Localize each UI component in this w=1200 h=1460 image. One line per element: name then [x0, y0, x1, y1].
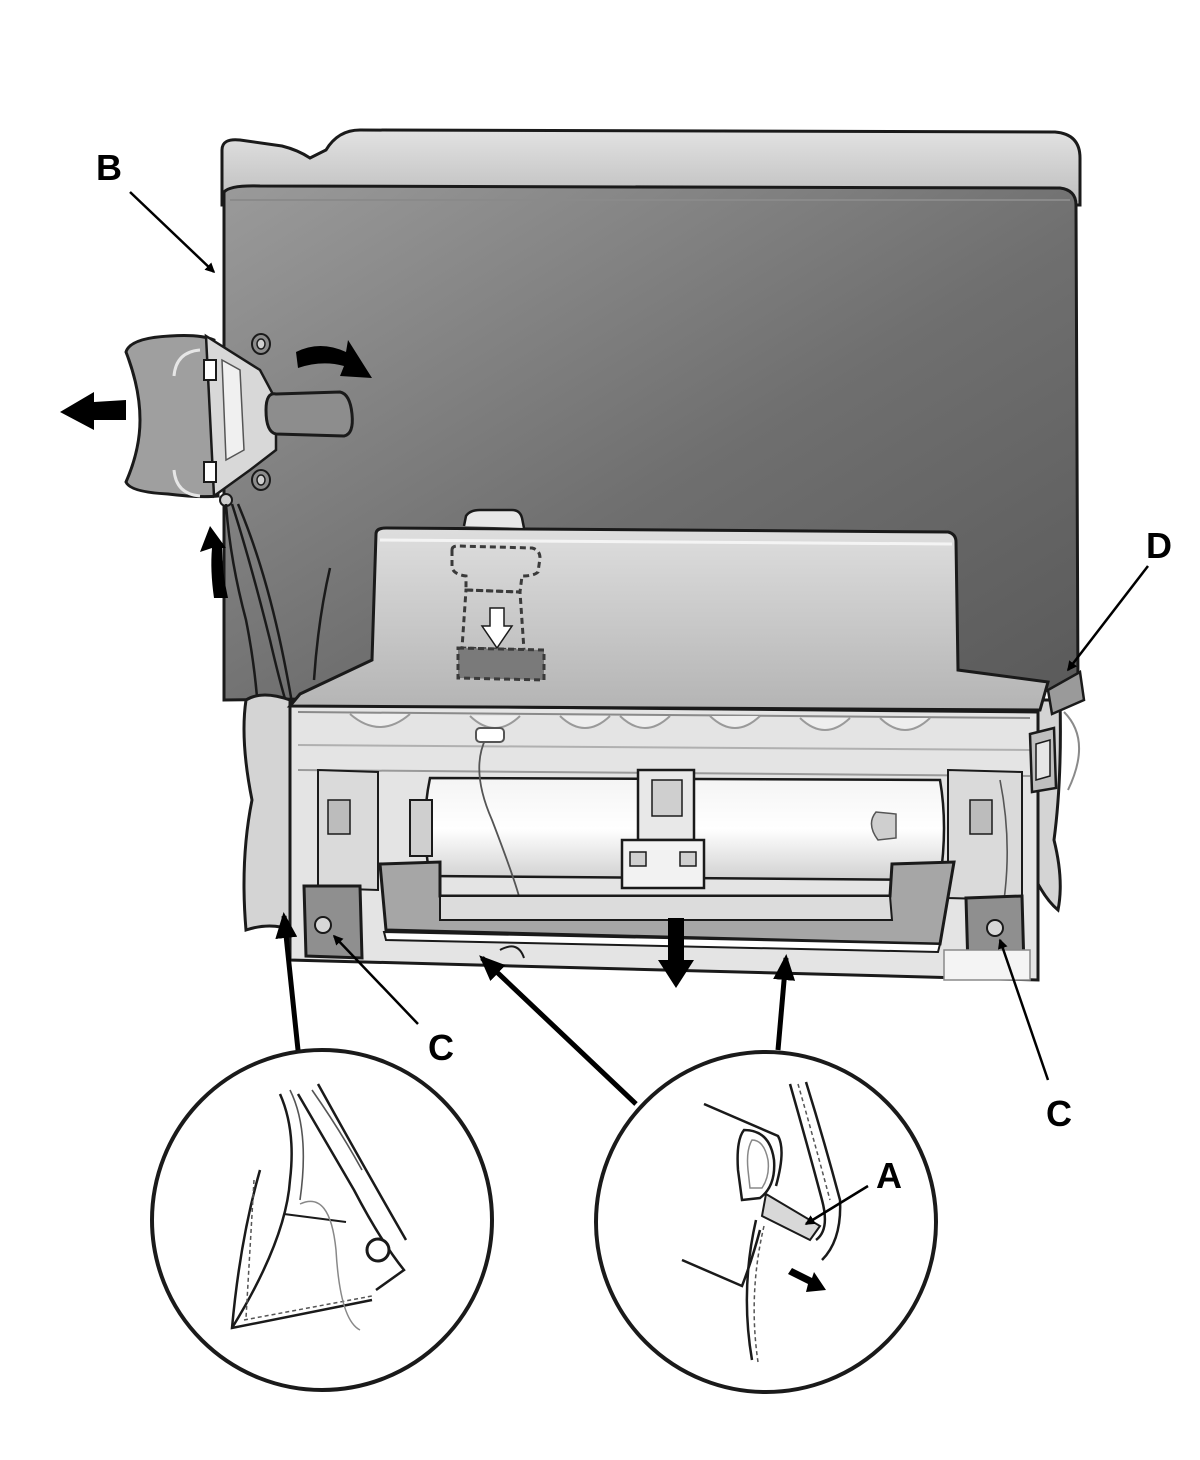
arrow-curve-right-icon [296, 340, 372, 378]
callout-c-left: C [428, 1027, 454, 1068]
mounting-clip-right [943, 894, 1031, 981]
seat-cushion-tray [286, 508, 1050, 712]
leader-lines [129, 191, 1149, 1226]
clip-bolt-icon [365, 1237, 391, 1263]
movement-arrows [60, 340, 694, 988]
callout-c-right: C [1046, 1093, 1072, 1134]
side-latch-connector [124, 333, 354, 507]
detail-view-right [594, 1050, 938, 1394]
mounting-clip-left [302, 884, 364, 960]
grommet-lower [251, 469, 271, 491]
callout-d: D [1146, 525, 1172, 566]
callout-b: B [96, 147, 122, 188]
callout-a: A [876, 1155, 902, 1196]
release-strap [264, 390, 354, 438]
bottom-trim-bar [378, 860, 956, 959]
grommet-upper [251, 333, 271, 355]
arrow-up-icon [200, 526, 228, 598]
arrow-pull-left-icon [60, 392, 126, 430]
connector-d [1028, 670, 1086, 794]
detail-view-left [150, 1048, 494, 1392]
center-bracket [620, 768, 706, 890]
detail-arrow-icon [788, 1268, 826, 1292]
seat-frame-assembly [242, 670, 1086, 982]
hidden-clip [450, 544, 546, 682]
arrow-down-icon [658, 918, 694, 988]
